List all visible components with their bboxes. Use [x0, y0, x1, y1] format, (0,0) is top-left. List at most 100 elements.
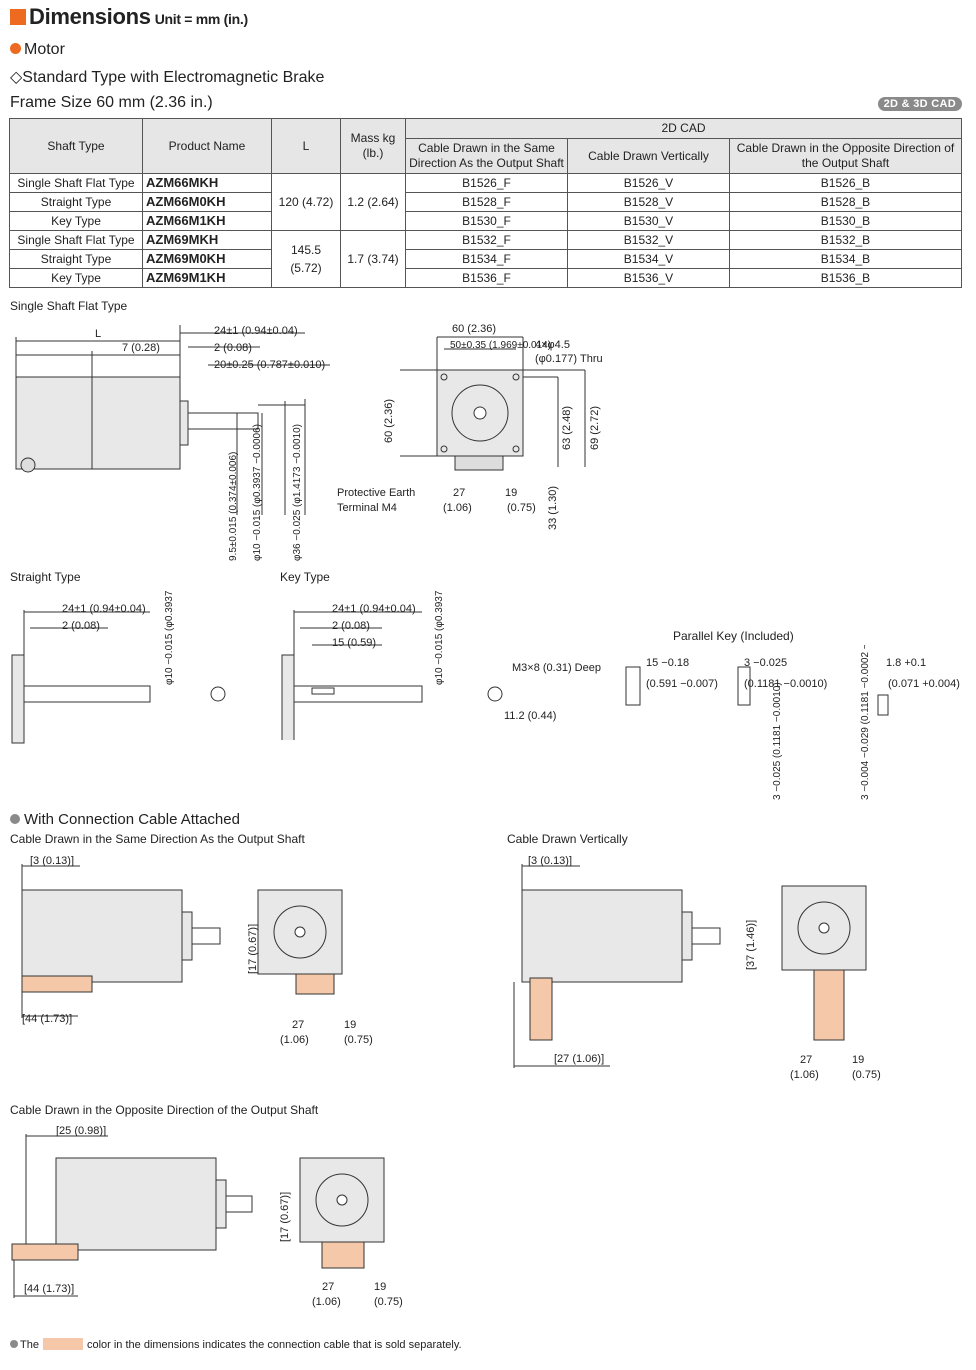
shaft-circle	[473, 406, 487, 420]
drawing-cable-same: [3 (0.13)] [44 (1.73)] [17 (0.67)] 27 (1…	[21, 855, 373, 1046]
dim-19-in: (0.75)	[344, 1034, 373, 1046]
drawing-straight: 24±1 (0.94±0.04) 2 (0.08) φ10 −0.015 (φ0…	[11, 590, 226, 744]
shaft-circle	[818, 922, 830, 934]
dim-19: 19	[505, 487, 517, 499]
dim-c17: [17 (0.67)]	[279, 1192, 291, 1242]
caption-parallel-key: Parallel Key (Included)	[673, 629, 794, 643]
mount-hole	[512, 445, 520, 453]
title-text: Dimensions	[29, 4, 151, 29]
table-row: Single Shaft Flat Type AZM69MKH 145.5 (5…	[9, 230, 962, 288]
dim-63: 63 (2.48)	[561, 406, 573, 450]
dim-20: 20±0.25 (0.787±0.010)	[214, 359, 325, 371]
shaft	[23, 685, 151, 703]
drawing-front-view: 60 (2.36) 50±0.35 (1.969±0.014) 4×φ4.5 (…	[337, 323, 603, 530]
caption-cable-same: Cable Drawn in the Same Direction As the…	[10, 832, 305, 846]
cable-connector	[11, 1243, 79, 1261]
bullet-icon	[10, 1340, 18, 1348]
dim-k15-in: (0.591 −0.007)	[646, 678, 718, 690]
mount-hole	[440, 373, 448, 381]
with-cable-heading: With Connection Cable Attached	[10, 811, 240, 828]
dim-c3: [3 (0.13)]	[30, 855, 74, 867]
cable-connector	[529, 977, 553, 1041]
earth-terminal	[20, 457, 36, 473]
dim-19: 19	[344, 1019, 356, 1031]
cable-connector	[321, 1241, 365, 1269]
unit-note: Unit = mm (in.)	[154, 11, 248, 27]
table-row: Straight Type AZM69M0KH B1534_F B1534_V …	[9, 249, 962, 269]
th-cad: 2D CAD	[405, 118, 962, 139]
dim-11-2: 11.2 (0.44)	[504, 710, 556, 722]
motor-body	[15, 376, 181, 470]
cable-connector	[295, 973, 335, 995]
dim-2: 2 (0.08)	[62, 620, 100, 632]
dim-phi10: φ10 −0.015 (φ0.3937 −0.0006)	[164, 590, 175, 685]
dim-phi10: φ10 −0.015 (φ0.3937 −0.0006)	[434, 590, 445, 685]
dim-24: 24±1 (0.94±0.04)	[214, 325, 298, 337]
motor-body	[55, 1157, 217, 1251]
dim-k3-in: (0.1181 −0.0010)	[744, 678, 827, 690]
th-cad-opposite: Cable Drawn in the Opposite Direction of…	[729, 138, 962, 174]
dim-k3: 3 −0.025	[744, 657, 787, 669]
dim-33: 33 (1.30)	[547, 486, 559, 530]
dim-2: 2 (0.08)	[214, 342, 252, 354]
dim-60-v: 60 (2.36)	[383, 399, 395, 443]
dim-2: 2 (0.08)	[332, 620, 370, 632]
caption-single-flat: Single Shaft Flat Type	[10, 299, 128, 313]
dim-k18-in: (0.071 +0.004)	[888, 678, 960, 690]
dim-k3v2: 3 −0.004 −0.029 (0.1181 −0.0002 −0.0011)	[860, 645, 871, 800]
dim-19-in: (0.75)	[852, 1069, 881, 1081]
dim-19: 19	[374, 1281, 386, 1293]
drawing-key: 24±1 (0.94±0.04) 2 (0.08) 15 (0.59) φ10 …	[281, 590, 601, 740]
dim-c3: [3 (0.13)]	[528, 855, 572, 867]
title-square-icon	[10, 9, 26, 25]
dim-27: 27	[800, 1054, 812, 1066]
dim-50: 50±0.35 (1.969±0.014)	[450, 340, 551, 351]
dim-k15: 15 −0.18	[646, 657, 689, 669]
flange	[181, 911, 193, 961]
flange	[11, 654, 25, 744]
dim-c37: [37 (1.46)]	[745, 920, 757, 970]
dim-24: 24±1 (0.94±0.04)	[332, 603, 416, 615]
dim-15: 15 (0.59)	[332, 637, 376, 649]
key-section	[877, 694, 889, 716]
dim-19-in: (0.75)	[507, 502, 536, 514]
shaft	[691, 927, 721, 945]
th-cad-same: Cable Drawn in the Same Direction As the…	[405, 138, 568, 174]
dim-phi10: φ10 −0.015 (φ0.3937 −0.0006)	[252, 424, 263, 561]
table-row: Key Type AZM69M1KH B1536_F B1536_V B1536…	[9, 268, 962, 288]
dim-c44: [44 (1.73)]	[22, 1013, 72, 1025]
dim-c44: [44 (1.73)]	[24, 1283, 74, 1295]
drawing-single-flat-side: L 7 (0.28) 24±1 (0.94±0.04) 2 (0.08) 20±…	[15, 325, 330, 561]
dim-27: 27	[453, 487, 465, 499]
cad-badge[interactable]: 2D & 3D CAD	[877, 97, 962, 111]
dim-27-in: (1.06)	[280, 1034, 309, 1046]
dim-k18: 1.8 +0.1	[886, 657, 926, 669]
shaft-circle	[294, 926, 306, 938]
table-row: Key Type AZM66M1KH B1530_F B1530_V B1530…	[9, 211, 962, 231]
cable-color-swatch	[42, 1338, 83, 1350]
caption-cable-opposite: Cable Drawn in the Opposite Direction of…	[10, 1103, 319, 1117]
mount-hole	[440, 445, 448, 453]
key-side	[625, 666, 641, 706]
flange	[681, 911, 693, 961]
drawing-cable-vertical: [3 (0.13)] [27 (1.06)] [37 (1.46)] 27 (1…	[513, 855, 881, 1081]
drawing-cable-opposite: [25 (0.98)] [44 (1.73)] [17 (0.67)] 27 (…	[11, 1125, 403, 1308]
caption-straight: Straight Type	[10, 570, 81, 584]
type-heading: ◇Standard Type with Electromagnetic Brak…	[10, 69, 325, 86]
flange	[179, 400, 189, 446]
dim-27: 27	[292, 1019, 304, 1031]
th-l: L	[271, 118, 341, 174]
shaft-end-view	[210, 686, 226, 702]
th-mass: Mass kg (lb.)	[340, 118, 406, 174]
table-row: Single Shaft Flat Type AZM66MKH 120 (4.7…	[9, 173, 962, 231]
tapped-hole-view	[487, 686, 503, 702]
dim-27-in: (1.06)	[790, 1069, 819, 1081]
dim-c25: [25 (0.98)]	[56, 1125, 106, 1137]
dim-holes: 4×φ4.5	[535, 339, 570, 351]
th-shaft-type: Shaft Type	[9, 118, 143, 174]
bullet-icon	[10, 43, 21, 54]
shaft	[191, 927, 221, 945]
key-slot	[311, 687, 335, 695]
connector	[454, 455, 504, 471]
